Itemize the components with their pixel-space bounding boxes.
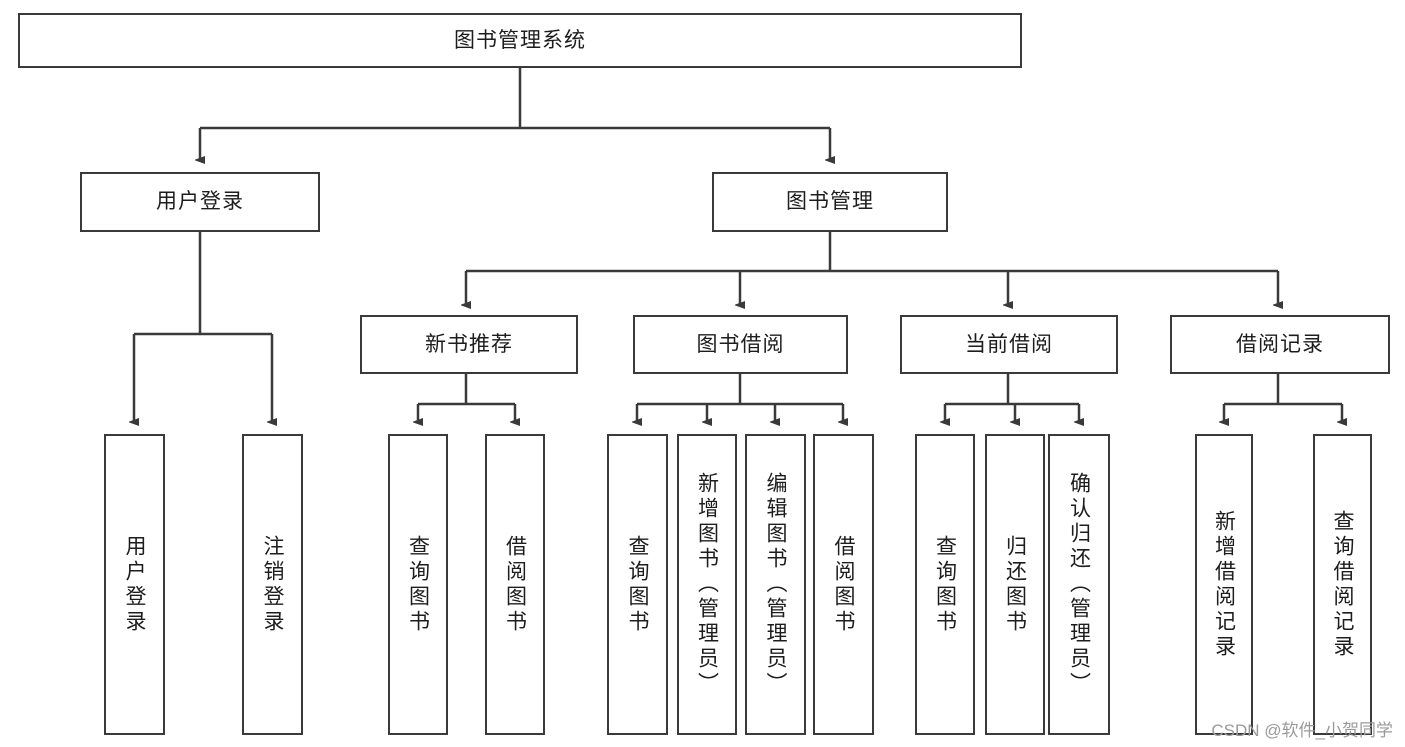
leaf-label: 新增借阅记录 xyxy=(1212,509,1236,660)
leaf-new-book-borrow-books[interactable]: 借阅图书 xyxy=(485,434,545,735)
node-new-book-recommend[interactable]: 新书推荐 xyxy=(360,315,578,374)
leaf-label: 查询借阅记录 xyxy=(1331,509,1355,660)
leaf-label: 注销登录 xyxy=(261,534,285,635)
leaf-book-borrow-edit-book-admin[interactable]: 编辑图书（管理员） xyxy=(745,434,806,735)
leaf-label: 借阅图书 xyxy=(832,534,856,635)
leaf-label: 查询图书 xyxy=(933,534,957,635)
leaf-label: 编辑图书（管理员） xyxy=(764,472,788,697)
node-book-borrow[interactable]: 图书借阅 xyxy=(633,315,848,374)
leaf-book-borrow-add-book-admin[interactable]: 新增图书（管理员） xyxy=(677,434,737,735)
node-new-book-recommend-label: 新书推荐 xyxy=(425,332,513,356)
leaf-borrow-record-query-record[interactable]: 查询借阅记录 xyxy=(1313,434,1372,735)
node-root[interactable]: 图书管理系统 xyxy=(18,13,1022,68)
leaf-borrow-record-add-record[interactable]: 新增借阅记录 xyxy=(1195,434,1253,735)
leaf-label: 查询图书 xyxy=(406,534,430,635)
leaf-label: 用户登录 xyxy=(123,534,147,635)
leaf-current-borrow-confirm-return-admin[interactable]: 确认归还（管理员） xyxy=(1048,434,1110,735)
leaf-current-borrow-query-books[interactable]: 查询图书 xyxy=(915,434,975,735)
leaf-book-borrow-borrow-books[interactable]: 借阅图书 xyxy=(813,434,874,735)
leaf-label: 查询图书 xyxy=(626,534,650,635)
node-user-login-label: 用户登录 xyxy=(156,190,244,214)
leaf-label: 新增图书（管理员） xyxy=(695,472,719,697)
node-current-borrow-label: 当前借阅 xyxy=(965,332,1053,356)
leaf-new-book-query-books[interactable]: 查询图书 xyxy=(388,434,448,735)
leaf-label: 确认归还（管理员） xyxy=(1067,472,1091,697)
node-current-borrow[interactable]: 当前借阅 xyxy=(900,315,1118,374)
leaf-user-login-logout[interactable]: 注销登录 xyxy=(242,434,303,735)
leaf-current-borrow-return-books[interactable]: 归还图书 xyxy=(985,434,1045,735)
node-book-management[interactable]: 图书管理 xyxy=(712,172,948,232)
node-borrow-record[interactable]: 借阅记录 xyxy=(1170,315,1390,374)
node-user-login[interactable]: 用户登录 xyxy=(80,172,320,232)
node-borrow-record-label: 借阅记录 xyxy=(1236,332,1324,356)
watermark: CSDN @软件_小贺同学 xyxy=(1211,721,1393,740)
leaf-label: 归还图书 xyxy=(1003,534,1027,635)
leaf-book-borrow-query-books[interactable]: 查询图书 xyxy=(607,434,668,735)
leaf-label: 借阅图书 xyxy=(503,534,527,635)
node-root-label: 图书管理系统 xyxy=(454,28,586,52)
node-book-borrow-label: 图书借阅 xyxy=(696,332,785,356)
leaf-user-login-login[interactable]: 用户登录 xyxy=(104,434,165,735)
node-book-management-label: 图书管理 xyxy=(786,190,874,214)
